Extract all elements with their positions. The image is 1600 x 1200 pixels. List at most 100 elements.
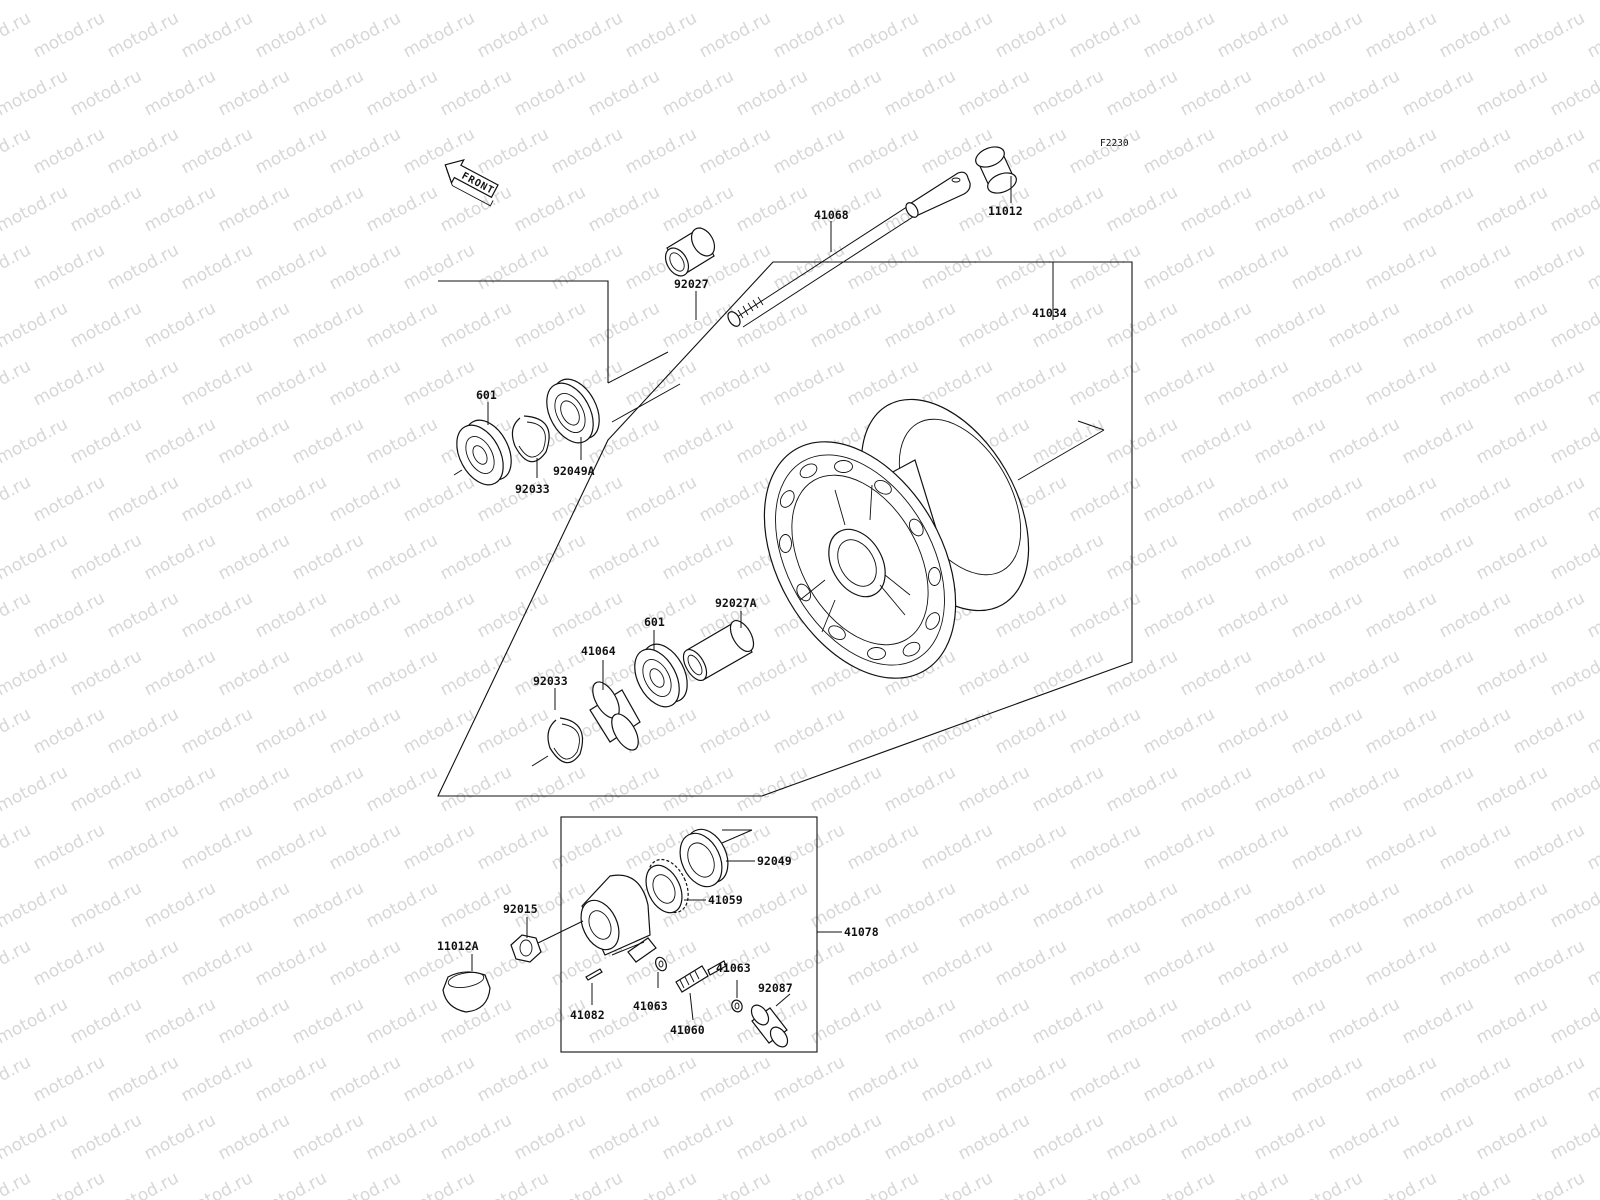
watermark-text: motod.ru xyxy=(178,124,256,178)
watermark-text: motod.ru xyxy=(1399,414,1477,468)
watermark-text: motod.ru xyxy=(1251,878,1329,932)
label-92015: 92015 xyxy=(503,902,538,916)
watermark-text: motod.ru xyxy=(400,1052,478,1106)
watermark-text: motod.ru xyxy=(1399,646,1477,700)
watermark-text: motod.ru xyxy=(178,356,256,410)
watermark-text: motod.ru xyxy=(881,878,959,932)
watermark-text: motod.ru xyxy=(696,472,774,526)
watermark-text: motod.ru xyxy=(1103,298,1181,352)
watermark-text: motod.ru xyxy=(104,124,182,178)
watermark-text: motod.ru xyxy=(67,762,145,816)
hub-bolt-hole xyxy=(925,612,941,630)
watermark-text: motod.ru xyxy=(1288,240,1366,294)
watermark-text: motod.ru xyxy=(289,1110,367,1164)
watermark-text: motod.ru xyxy=(1288,1168,1366,1200)
watermark-text: motod.ru xyxy=(1251,182,1329,236)
watermark-text: motod.ru xyxy=(696,356,774,410)
watermark-text: motod.ru xyxy=(474,240,552,294)
watermark-text: motod.ru xyxy=(104,472,182,526)
watermark-text: motod.ru xyxy=(770,124,848,178)
watermark-text: motod.ru xyxy=(1066,8,1144,62)
watermark-text: motod.ru xyxy=(1584,588,1600,642)
watermark-text: motod.ru xyxy=(696,1168,774,1200)
gear-housing xyxy=(580,874,657,963)
watermark-text: motod.ru xyxy=(1547,1110,1600,1164)
watermark-text: motod.ru xyxy=(548,472,626,526)
watermark-text: motod.ru xyxy=(1436,820,1514,874)
watermark-text: motod.ru xyxy=(0,646,71,700)
watermark-text: motod.ru xyxy=(1066,936,1144,990)
watermark-text: motod.ru xyxy=(511,1110,589,1164)
watermark-text: motod.ru xyxy=(289,414,367,468)
watermark-text: motod.ru xyxy=(807,298,885,352)
watermark-text: motod.ru xyxy=(289,530,367,584)
watermark-text: motod.ru xyxy=(1029,66,1107,120)
watermark-text: motod.ru xyxy=(992,1052,1070,1106)
watermark-text: motod.ru xyxy=(30,704,108,758)
watermark-text: motod.ru xyxy=(1214,704,1292,758)
circlip-92033-top xyxy=(511,415,550,463)
watermark-text: motod.ru xyxy=(1177,414,1255,468)
watermark-text: motod.ru xyxy=(585,762,663,816)
watermark-text: motod.ru xyxy=(659,1110,737,1164)
watermark-text: motod.ru xyxy=(1288,124,1366,178)
watermark-text: motod.ru xyxy=(1436,356,1514,410)
watermark-text: motod.ru xyxy=(881,1110,959,1164)
watermark-text: motod.ru xyxy=(178,1168,256,1200)
watermark-text: motod.ru xyxy=(696,8,774,62)
watermark-text: motod.ru xyxy=(1399,0,1477,4)
watermark-text: motod.ru xyxy=(1399,530,1477,584)
watermark-text: motod.ru xyxy=(659,762,737,816)
watermark-text: motod.ru xyxy=(1473,994,1551,1048)
watermark-text: motod.ru xyxy=(1140,240,1218,294)
watermark-text: motod.ru xyxy=(1066,704,1144,758)
watermark-text: motod.ru xyxy=(1066,820,1144,874)
watermark-text: motod.ru xyxy=(585,530,663,584)
watermark-text: motod.ru xyxy=(1584,820,1600,874)
watermark-text: motod.ru xyxy=(733,182,811,236)
label-92033-top: 92033 xyxy=(515,482,550,496)
watermark-text: motod.ru xyxy=(511,182,589,236)
watermark-text: motod.ru xyxy=(400,820,478,874)
watermark-text: motod.ru xyxy=(178,8,256,62)
watermark-text: motod.ru xyxy=(104,588,182,642)
watermark-text: motod.ru xyxy=(1140,1168,1218,1200)
watermark-text: motod.ru xyxy=(104,820,182,874)
watermark-text: motod.ru xyxy=(511,66,589,120)
watermark-text: motod.ru xyxy=(733,0,811,4)
watermark-text: motod.ru xyxy=(0,0,71,4)
watermark-text: motod.ru xyxy=(1399,878,1477,932)
watermark-text: motod.ru xyxy=(1510,936,1588,990)
watermark-text: motod.ru xyxy=(1362,8,1440,62)
watermark-text: motod.ru xyxy=(585,0,663,4)
watermark-text: motod.ru xyxy=(1140,1052,1218,1106)
watermark-text: motod.ru xyxy=(1103,414,1181,468)
watermark-text: motod.ru xyxy=(1510,1052,1588,1106)
label-41059: 41059 xyxy=(708,893,743,907)
watermark-text: motod.ru xyxy=(0,704,34,758)
label-41078: 41078 xyxy=(844,925,879,939)
watermark-text: motod.ru xyxy=(30,240,108,294)
watermark-text: motod.ru xyxy=(1251,762,1329,816)
watermark-text: motod.ru xyxy=(289,182,367,236)
watermark-text: motod.ru xyxy=(1103,994,1181,1048)
watermark-text: motod.ru xyxy=(511,530,589,584)
hub-bolt-hole xyxy=(796,583,812,602)
watermark-text: motod.ru xyxy=(67,414,145,468)
watermark-text: motod.ru xyxy=(474,704,552,758)
watermark-text: motod.ru xyxy=(1177,646,1255,700)
watermark-text: motod.ru xyxy=(696,124,774,178)
circlip-92033-bottom xyxy=(547,717,584,764)
watermark-text: motod.ru xyxy=(474,588,552,642)
watermark-text: motod.ru xyxy=(696,1052,774,1106)
watermark-text: motod.ru xyxy=(1584,1052,1600,1106)
watermark-text: motod.ru xyxy=(1029,646,1107,700)
watermark-text: motod.ru xyxy=(252,124,330,178)
watermark-text: motod.ru xyxy=(1251,0,1329,4)
watermark-text: motod.ru xyxy=(400,356,478,410)
watermark-text: motod.ru xyxy=(326,356,404,410)
watermark-text: motod.ru xyxy=(1436,472,1514,526)
watermark-text: motod.ru xyxy=(30,472,108,526)
watermark-text: motod.ru xyxy=(1473,1110,1551,1164)
